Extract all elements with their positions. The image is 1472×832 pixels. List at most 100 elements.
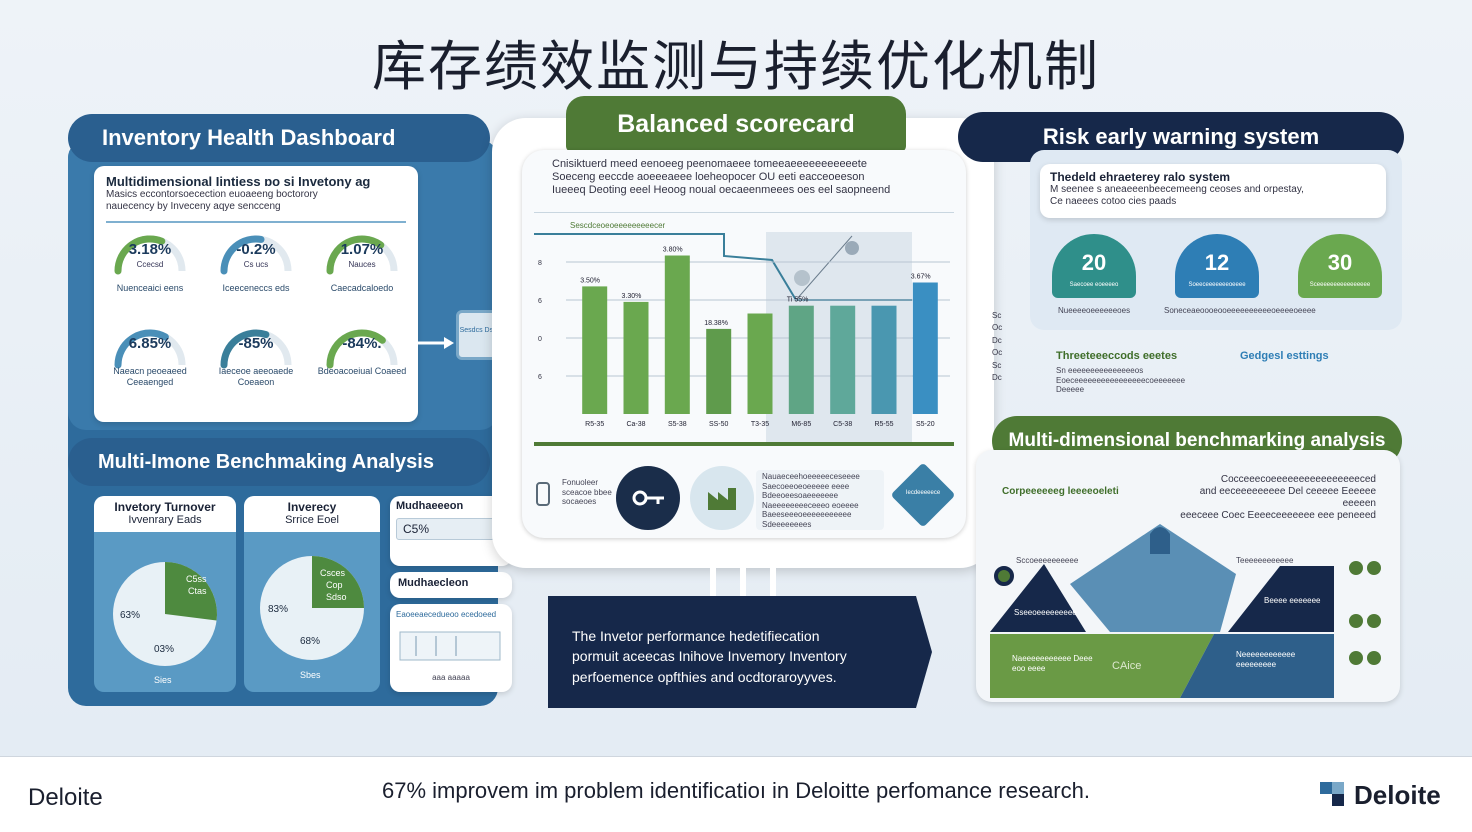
service-pie-chart: Csces Cop Sdso 83% 68% Sbes bbox=[260, 556, 364, 680]
bench-right-2: Beeee eeeeeee bbox=[1264, 596, 1321, 605]
diamond-label: Iecdeeeeece bbox=[905, 490, 941, 496]
banner-line-3: perfoemence opfthies and ocdtoraroyyves. bbox=[572, 668, 837, 685]
bench-left-2: Sseeoeeeeeeeee bbox=[1014, 608, 1077, 617]
bench-intro-4: eeeceee Coec Eeeeceeeeeee eee peneeed bbox=[1180, 510, 1376, 521]
threshold-3: Deeeee bbox=[1056, 385, 1085, 395]
gauge-grid: 3.18% Ccecsd Nuenceaici eens -0.2% Cs uc… bbox=[94, 223, 418, 413]
dashboard-header: Inventory Health Dashboard bbox=[68, 114, 490, 162]
gauge-caption: Naeacn peoeaeed Ceeaenged bbox=[113, 366, 187, 387]
multi-title-1: Mudhaeeeon bbox=[396, 500, 464, 512]
chart-x-label: R5-35 bbox=[585, 421, 604, 428]
bench-intro-1: Cocceeecoeeeeeeeeeeeeeeeeced bbox=[1220, 474, 1376, 485]
multi-mini-chart bbox=[399, 631, 501, 661]
gauge-value: -85% bbox=[238, 335, 274, 352]
chart-data-label: 18.38% bbox=[704, 320, 728, 327]
risk-intro-3: Ce naeees cotoo cies paads bbox=[1050, 196, 1177, 207]
risk-caption-2: Soneceaeoooeooeeeeeeeeeeoeeeeoeeee bbox=[1164, 306, 1316, 315]
turnover-pie-slice bbox=[165, 562, 218, 621]
footer bbox=[0, 756, 1472, 832]
footer-brand-right[interactable]: Deloite bbox=[1354, 780, 1441, 810]
threshold-2: Eoeceeeeeeeeeeeeeeeecoeeeeeee bbox=[1056, 375, 1186, 385]
gauge-arc bbox=[220, 329, 292, 369]
bench-intro-3: and eeceeeeeeeee Del ceeeee Eeeeee eeeee… bbox=[1199, 486, 1376, 509]
gauge-cell: 1.07% Nauces Caecadcaloedo bbox=[314, 231, 410, 311]
cta-box-6: Sdeeeeeeees bbox=[762, 519, 812, 529]
risk-intro-1: Thedeld ehraeterey ralo system bbox=[1050, 170, 1231, 184]
cta-box: Nauaeceehoeeeeeceseeee Saecoeeoeoeeeee e… bbox=[756, 470, 884, 530]
cta-box-2: Saecoeeoeoeeeee eeee bbox=[762, 481, 850, 491]
chart-x-label: R5-55 bbox=[874, 421, 893, 428]
threshold-block: Threeteeeccods eeetes Sn eeeeeeeeeeeeeee… bbox=[1056, 350, 1236, 395]
gauge-sub: Nauces bbox=[348, 260, 376, 269]
factory-icon[interactable] bbox=[690, 466, 754, 530]
turnover-title-2: Ivvenrary Eads bbox=[128, 514, 202, 526]
threshold-1: Sn eeeeeeeeeeeeeeeos bbox=[1056, 366, 1144, 375]
chart-bar bbox=[706, 328, 732, 414]
divider bbox=[106, 221, 406, 223]
chart-x-label: S5-20 bbox=[916, 421, 935, 428]
turnover-slice-label-2: Ctas bbox=[188, 586, 207, 596]
clipboard-icon bbox=[536, 482, 550, 506]
chart-bar bbox=[623, 301, 649, 414]
scorecard-header: Balanced scorecard bbox=[566, 96, 906, 152]
chart-bar bbox=[830, 305, 856, 414]
gauge-value: -84%. bbox=[342, 335, 382, 352]
gauge-caption: Nuenceaici eens bbox=[116, 283, 184, 293]
gauge-caption: Iceeceneccs eds bbox=[222, 283, 290, 293]
turnover-pie-chart: C5ss Ctas 63% 03% Sies bbox=[113, 562, 218, 685]
dashboard-intro-3: nauecency by Inveceny aqye sencceng bbox=[106, 201, 281, 212]
chart-data-label: 3.30% bbox=[622, 293, 642, 300]
risk-metric-label: Saecoee eoeeeeo bbox=[1069, 282, 1119, 288]
gauge-value: 6.85% bbox=[128, 335, 172, 352]
gauge-sub: Cs ucs bbox=[243, 260, 269, 269]
risk-caption-1: Nueeeeoeeeeeeoes bbox=[1058, 306, 1131, 315]
chart-y-tick: 6 bbox=[538, 374, 542, 381]
bench-bottom-right: Neeeeeeeeeeee eeeeeeeee bbox=[1236, 650, 1296, 669]
right-bench-title: Multi-dimensional benchmarking analysis bbox=[1008, 430, 1386, 451]
multi-card: Mudhaeeeon C5% Mudhaecleon Eaoeeaecedueo… bbox=[390, 496, 512, 692]
chart-data-labels: 3.50%3.30%3.80%18.38%Ti 55%3.67% bbox=[580, 247, 930, 327]
turnover-foot-label: Sies bbox=[154, 675, 172, 685]
key-icon[interactable] bbox=[616, 466, 680, 530]
gauge-arc bbox=[114, 235, 186, 275]
risk-metric-value: 12 bbox=[1204, 250, 1230, 275]
chart-y-tick: 0 bbox=[538, 336, 542, 343]
chart-data-label: Ti 55% bbox=[787, 297, 809, 304]
cta-text: Fonuoleer sceacoe bbee socaeoes bbox=[562, 478, 614, 507]
dashboard-card: Multidimensional Iintiess ɒo si Invetony… bbox=[94, 166, 418, 422]
gauge-sub: Ccecsd bbox=[136, 260, 164, 269]
bench-base-right bbox=[1180, 634, 1334, 698]
cta-line-1: Fonuoleer bbox=[562, 478, 599, 487]
multi-title-2: Mudhaecleon bbox=[398, 577, 469, 589]
chart-x-label: Ca-38 bbox=[626, 421, 645, 428]
gauge-value: 1.07% bbox=[340, 241, 384, 258]
bench-intro-2: Corpeeeeeeg leeeeoeleti bbox=[1002, 486, 1119, 497]
bench-base-left bbox=[990, 634, 1214, 698]
risk-title: Risk early warning system bbox=[1042, 124, 1320, 149]
chart-data-label: 3.80% bbox=[663, 247, 683, 254]
gauge-arc bbox=[114, 329, 186, 369]
bench-mountain-graphic bbox=[990, 524, 1334, 698]
footer-brand-left[interactable]: Deloite bbox=[28, 784, 103, 811]
gauge-arc bbox=[220, 235, 292, 275]
scorecard-intro-2: Soeceng eeccde aoeeeaeee loeheopocer OU … bbox=[552, 171, 865, 184]
risk-intro-card: Thedeld ehraeterey ralo system M seenee … bbox=[1040, 164, 1386, 218]
turnover-card: Invetory Turnover Ivvenrary Eads C5ss Ct… bbox=[94, 496, 236, 692]
bench-left-1: Sccoeeeeeeeeee bbox=[1016, 556, 1079, 565]
cta-box-1: Nauaeceehoeeeeeceseeee bbox=[762, 472, 860, 481]
chart-data-label: 3.50% bbox=[580, 277, 600, 284]
risk-metric-value: 20 bbox=[1081, 250, 1107, 275]
bench-bottom-mid: CAice bbox=[1112, 660, 1142, 672]
service-bottom-label: 68% bbox=[300, 636, 320, 647]
chart-y-tick: 6 bbox=[538, 298, 542, 305]
cta-box-5: Baeeseeeoeeeeeeeeeee bbox=[762, 510, 852, 520]
gauge-cell: -85% Iaeceoe aeeoaede Coeaeon bbox=[208, 325, 304, 405]
chart-bar bbox=[871, 305, 897, 414]
chart-x-label: M6-85 bbox=[791, 421, 811, 428]
multi-value-field: C5% bbox=[396, 518, 506, 540]
service-slice-label: Csces bbox=[320, 568, 346, 578]
